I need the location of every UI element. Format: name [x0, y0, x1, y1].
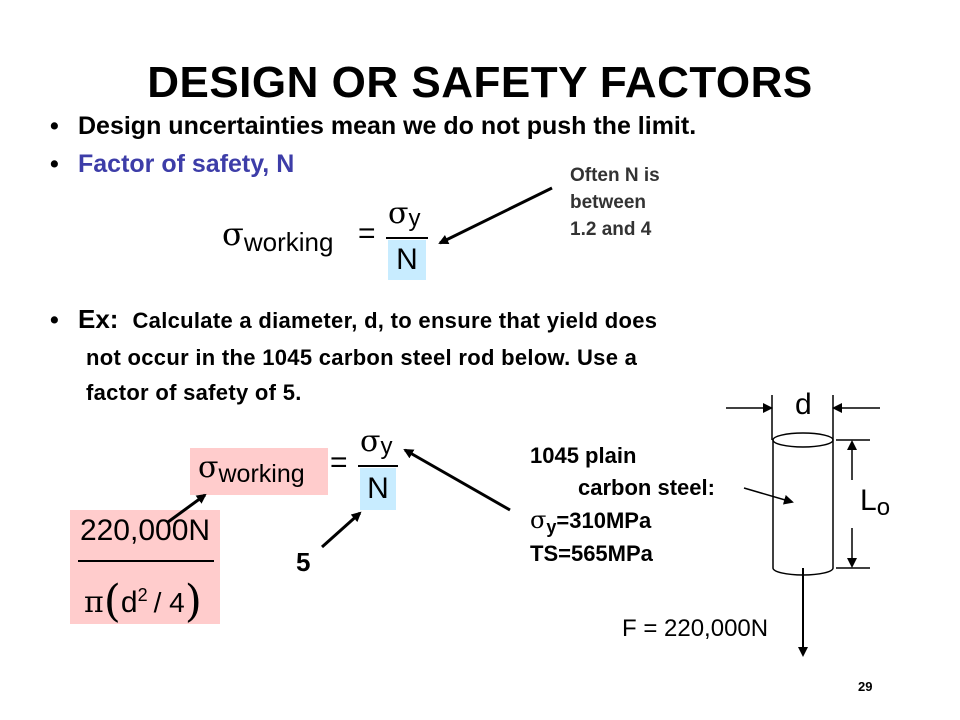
rod-diameter-label: d [795, 388, 812, 421]
divide-by-four: / 4 [153, 587, 185, 618]
bullet-dot: • [50, 306, 59, 334]
sigma-symbol: σ [530, 506, 547, 534]
steel-line-3: σy=310MPa [530, 504, 651, 538]
steel-line-4: TS=565MPa [530, 541, 653, 566]
note-line-3: 1.2 and 4 [570, 219, 652, 240]
working-subscript: working [243, 227, 334, 257]
sigma-symbol: σ [198, 450, 219, 485]
stress-expression-box: 220,000N π(d2/ 4) [70, 510, 220, 627]
fraction-bar-bottom [358, 465, 398, 467]
working-subscript: working [218, 460, 305, 488]
rod-top-ellipse [772, 432, 834, 448]
length-subscript: o [876, 494, 891, 521]
left-paren: ( [103, 576, 121, 627]
y-subscript: y [408, 205, 421, 232]
expression-fraction-bar [78, 560, 214, 562]
example-line-3: factor of safety of 5. [86, 380, 302, 405]
sigma-symbol: σ [360, 424, 381, 459]
expression-pointer-arrow [167, 493, 207, 524]
note-line-1: Often N is [570, 165, 660, 186]
steel-line-2: carbon steel: [578, 475, 715, 500]
example-text: Calculate a diameter, d, to ensure that … [132, 308, 658, 333]
d-exponent: 2 [137, 585, 148, 605]
equals-sign-top: = [358, 217, 376, 250]
y-subscript: y [546, 517, 557, 537]
right-paren: ) [184, 576, 202, 627]
sigma-y-numerator-bottom: σy [360, 424, 393, 460]
yield-strength-value: =310MPa [556, 508, 652, 533]
example-line-2: not occur in the 1045 carbon steel rod b… [86, 345, 638, 370]
steel-line-1: 1045 plain [530, 443, 637, 468]
sigma-y-numerator-top: σy [388, 196, 421, 232]
bullet-text: Factor of safety, N [78, 150, 295, 178]
note-line-2: between [570, 192, 647, 213]
example-line-1: • Ex: Calculate a diameter, d, to ensure t… [50, 304, 657, 335]
pi-symbol: π [84, 585, 104, 620]
bullet-factor-of-safety: • Factor of safety, N [50, 150, 294, 179]
n-denominator-top: N [388, 240, 426, 280]
length-l: L [860, 484, 877, 517]
note-pointer-arrow [438, 186, 553, 245]
example-label: Ex: [78, 304, 119, 334]
safety-factor-note: Often N is between 1.2 and 4 [570, 162, 660, 243]
applied-force-label: F = 220,000N [622, 615, 769, 642]
page-title: DESIGN OR SAFETY FACTORS [147, 58, 813, 107]
d-variable: d [120, 586, 138, 619]
n-denominator-bottom: N [360, 468, 396, 510]
area-denominator: π(d2/ 4) [84, 572, 202, 627]
force-numerator: 220,000N [79, 514, 211, 547]
safety-factor-value: 5 [296, 547, 311, 577]
safety-value-pointer-arrow [320, 511, 362, 549]
bullet-dot: • [50, 150, 59, 178]
sigma-working-box: σworking [190, 448, 328, 495]
sigma-symbol: σ [388, 196, 409, 231]
fraction-bar-top [386, 237, 428, 239]
page-number: 29 [858, 679, 873, 694]
sigma-working-label-bottom: σworking [198, 450, 305, 488]
y-subscript: y [380, 433, 393, 460]
sigma-symbol: σ [222, 215, 244, 253]
equals-sign-bottom: = [330, 446, 348, 479]
rod-length-label: Lo [860, 484, 891, 521]
bullet-design-uncertainties: • Design uncertainties mean we do not pus… [50, 112, 696, 141]
sigma-working-label-top: σworking [222, 215, 333, 257]
steel-pointer-arrow [403, 448, 511, 512]
bullet-dot: • [50, 112, 59, 140]
bullet-text: Design uncertainties mean we do not push… [78, 112, 697, 140]
rod-material-pointer [743, 487, 794, 505]
